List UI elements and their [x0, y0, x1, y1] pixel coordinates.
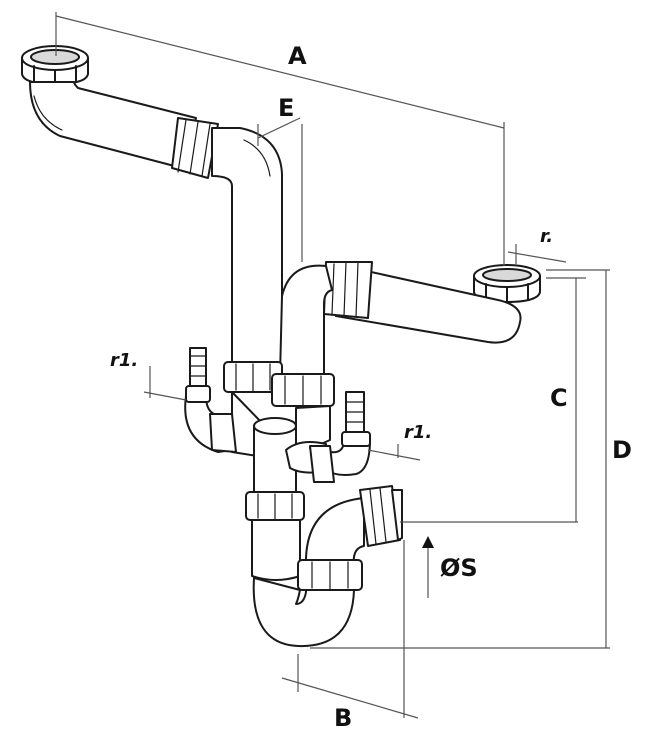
right-horizontal-pipe [335, 265, 522, 344]
right-appliance-inlet [309, 391, 371, 483]
dimension-label-e: E [278, 94, 295, 122]
left-horizontal-pipe [29, 81, 197, 169]
dimension-label-d: D [612, 436, 632, 464]
left-vertical-pipe [211, 127, 283, 369]
trap-nut [297, 559, 363, 591]
outlet-nut [359, 485, 401, 547]
dimension-label-r1-right: r1. [404, 422, 433, 443]
tee-collar-nut [245, 491, 305, 521]
left-appliance-inlet [184, 347, 237, 453]
left-arm-coupling-nut [171, 117, 219, 179]
dip-tube [251, 519, 301, 581]
dimension-label-diameter: ØS [440, 554, 478, 582]
dimension-label-r1-left: r1. [110, 350, 139, 371]
diameter-arrow-icon [422, 536, 434, 548]
right-lower-coupling-nut [271, 373, 335, 407]
outlet-elbow [304, 497, 365, 567]
left-sink-connector [21, 45, 89, 85]
right-vertical-pipe [279, 264, 333, 377]
dimension-label-a: A [288, 42, 307, 70]
dimension-label-r: r. [540, 226, 554, 247]
dimension-label-b: B [334, 704, 353, 732]
dimension-lines [55, 12, 610, 719]
right-arm-coupling-nut [323, 261, 373, 319]
outlet-spigot [391, 489, 403, 541]
dimension-label-c: C [550, 384, 568, 412]
